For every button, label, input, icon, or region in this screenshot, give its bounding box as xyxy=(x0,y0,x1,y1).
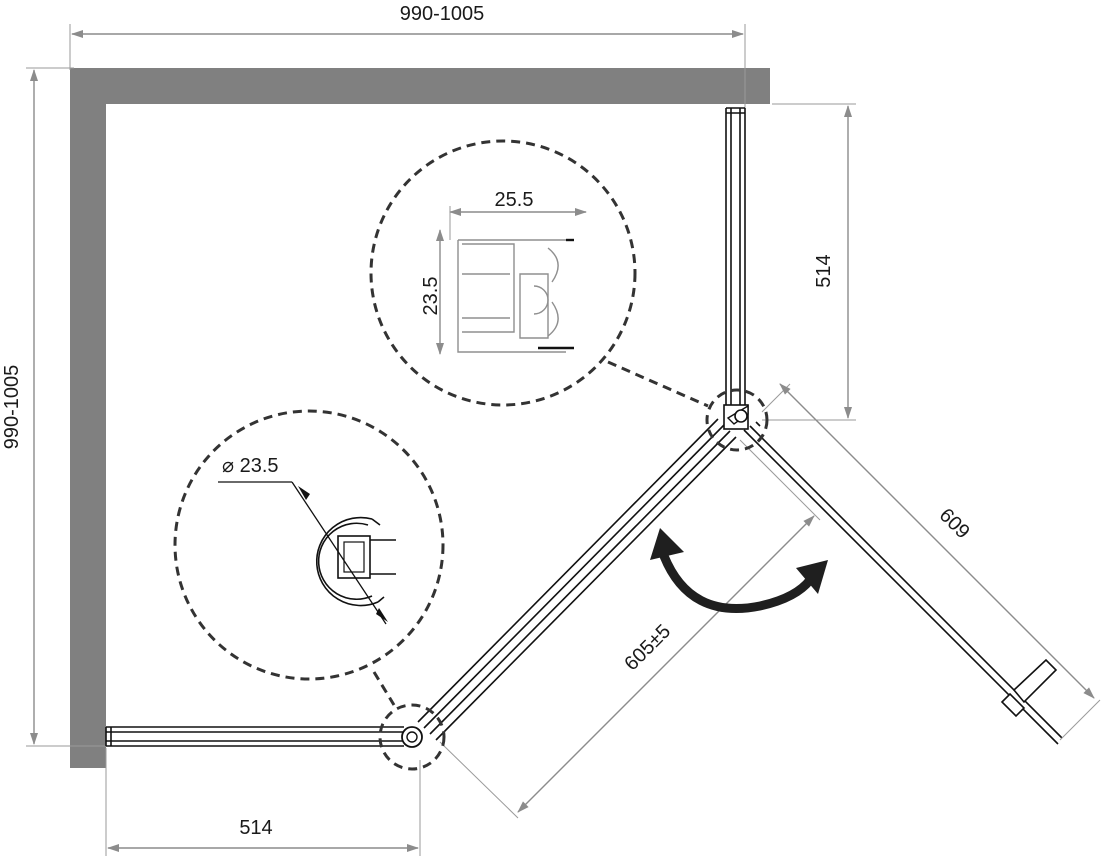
profile-marker-circle xyxy=(705,388,769,452)
door-width-label: 605±5 xyxy=(620,620,675,675)
top-width-dimension: 990-1005 xyxy=(69,3,746,110)
left-height-label: 990-1005 xyxy=(1,365,23,450)
profile-width-label: 25.5 xyxy=(495,189,534,211)
top-width-label: 990-1005 xyxy=(400,3,485,25)
bottom-panel-width-dimension: 514 xyxy=(105,748,421,856)
hinge-marker-circle xyxy=(378,703,446,771)
door-swing-length-dimension: 609 xyxy=(761,383,1101,741)
profile-height-label: 23.5 xyxy=(420,277,442,316)
right-panel-depth-dimension: 514 xyxy=(762,103,856,421)
profile-section-drawing xyxy=(457,238,574,353)
hinge-diameter-label: ⌀ 23.5 xyxy=(222,455,279,477)
hinge-section-drawing xyxy=(218,481,396,625)
door-swing-length-label: 609 xyxy=(935,504,974,543)
hinge-detail-callout: ⌀ 23.5 xyxy=(173,409,446,771)
wall-corner xyxy=(70,68,770,768)
hinge-bottom-left xyxy=(401,726,423,748)
right-panel-depth-label: 514 xyxy=(813,254,835,287)
wall-top xyxy=(70,68,770,104)
door-width-dimension: 605±5 xyxy=(439,439,821,819)
double-arrow-curved-icon xyxy=(650,528,828,613)
hinge-detail-circle xyxy=(173,409,445,681)
door-handle xyxy=(1000,658,1058,718)
profile-detail-circle xyxy=(369,139,637,407)
bottom-panel-width-label: 514 xyxy=(239,817,272,839)
fixed-panel-bottom xyxy=(105,726,404,747)
wall-left xyxy=(70,68,106,768)
door-leaf-closed xyxy=(417,418,737,741)
left-height-dimension: 990-1005 xyxy=(1,67,110,747)
door-leaf-open xyxy=(743,421,1063,745)
hinge-top-right xyxy=(723,404,749,430)
profile-detail-callout: 25.5 23.5 xyxy=(369,139,769,452)
fixed-panel-right xyxy=(725,107,746,410)
